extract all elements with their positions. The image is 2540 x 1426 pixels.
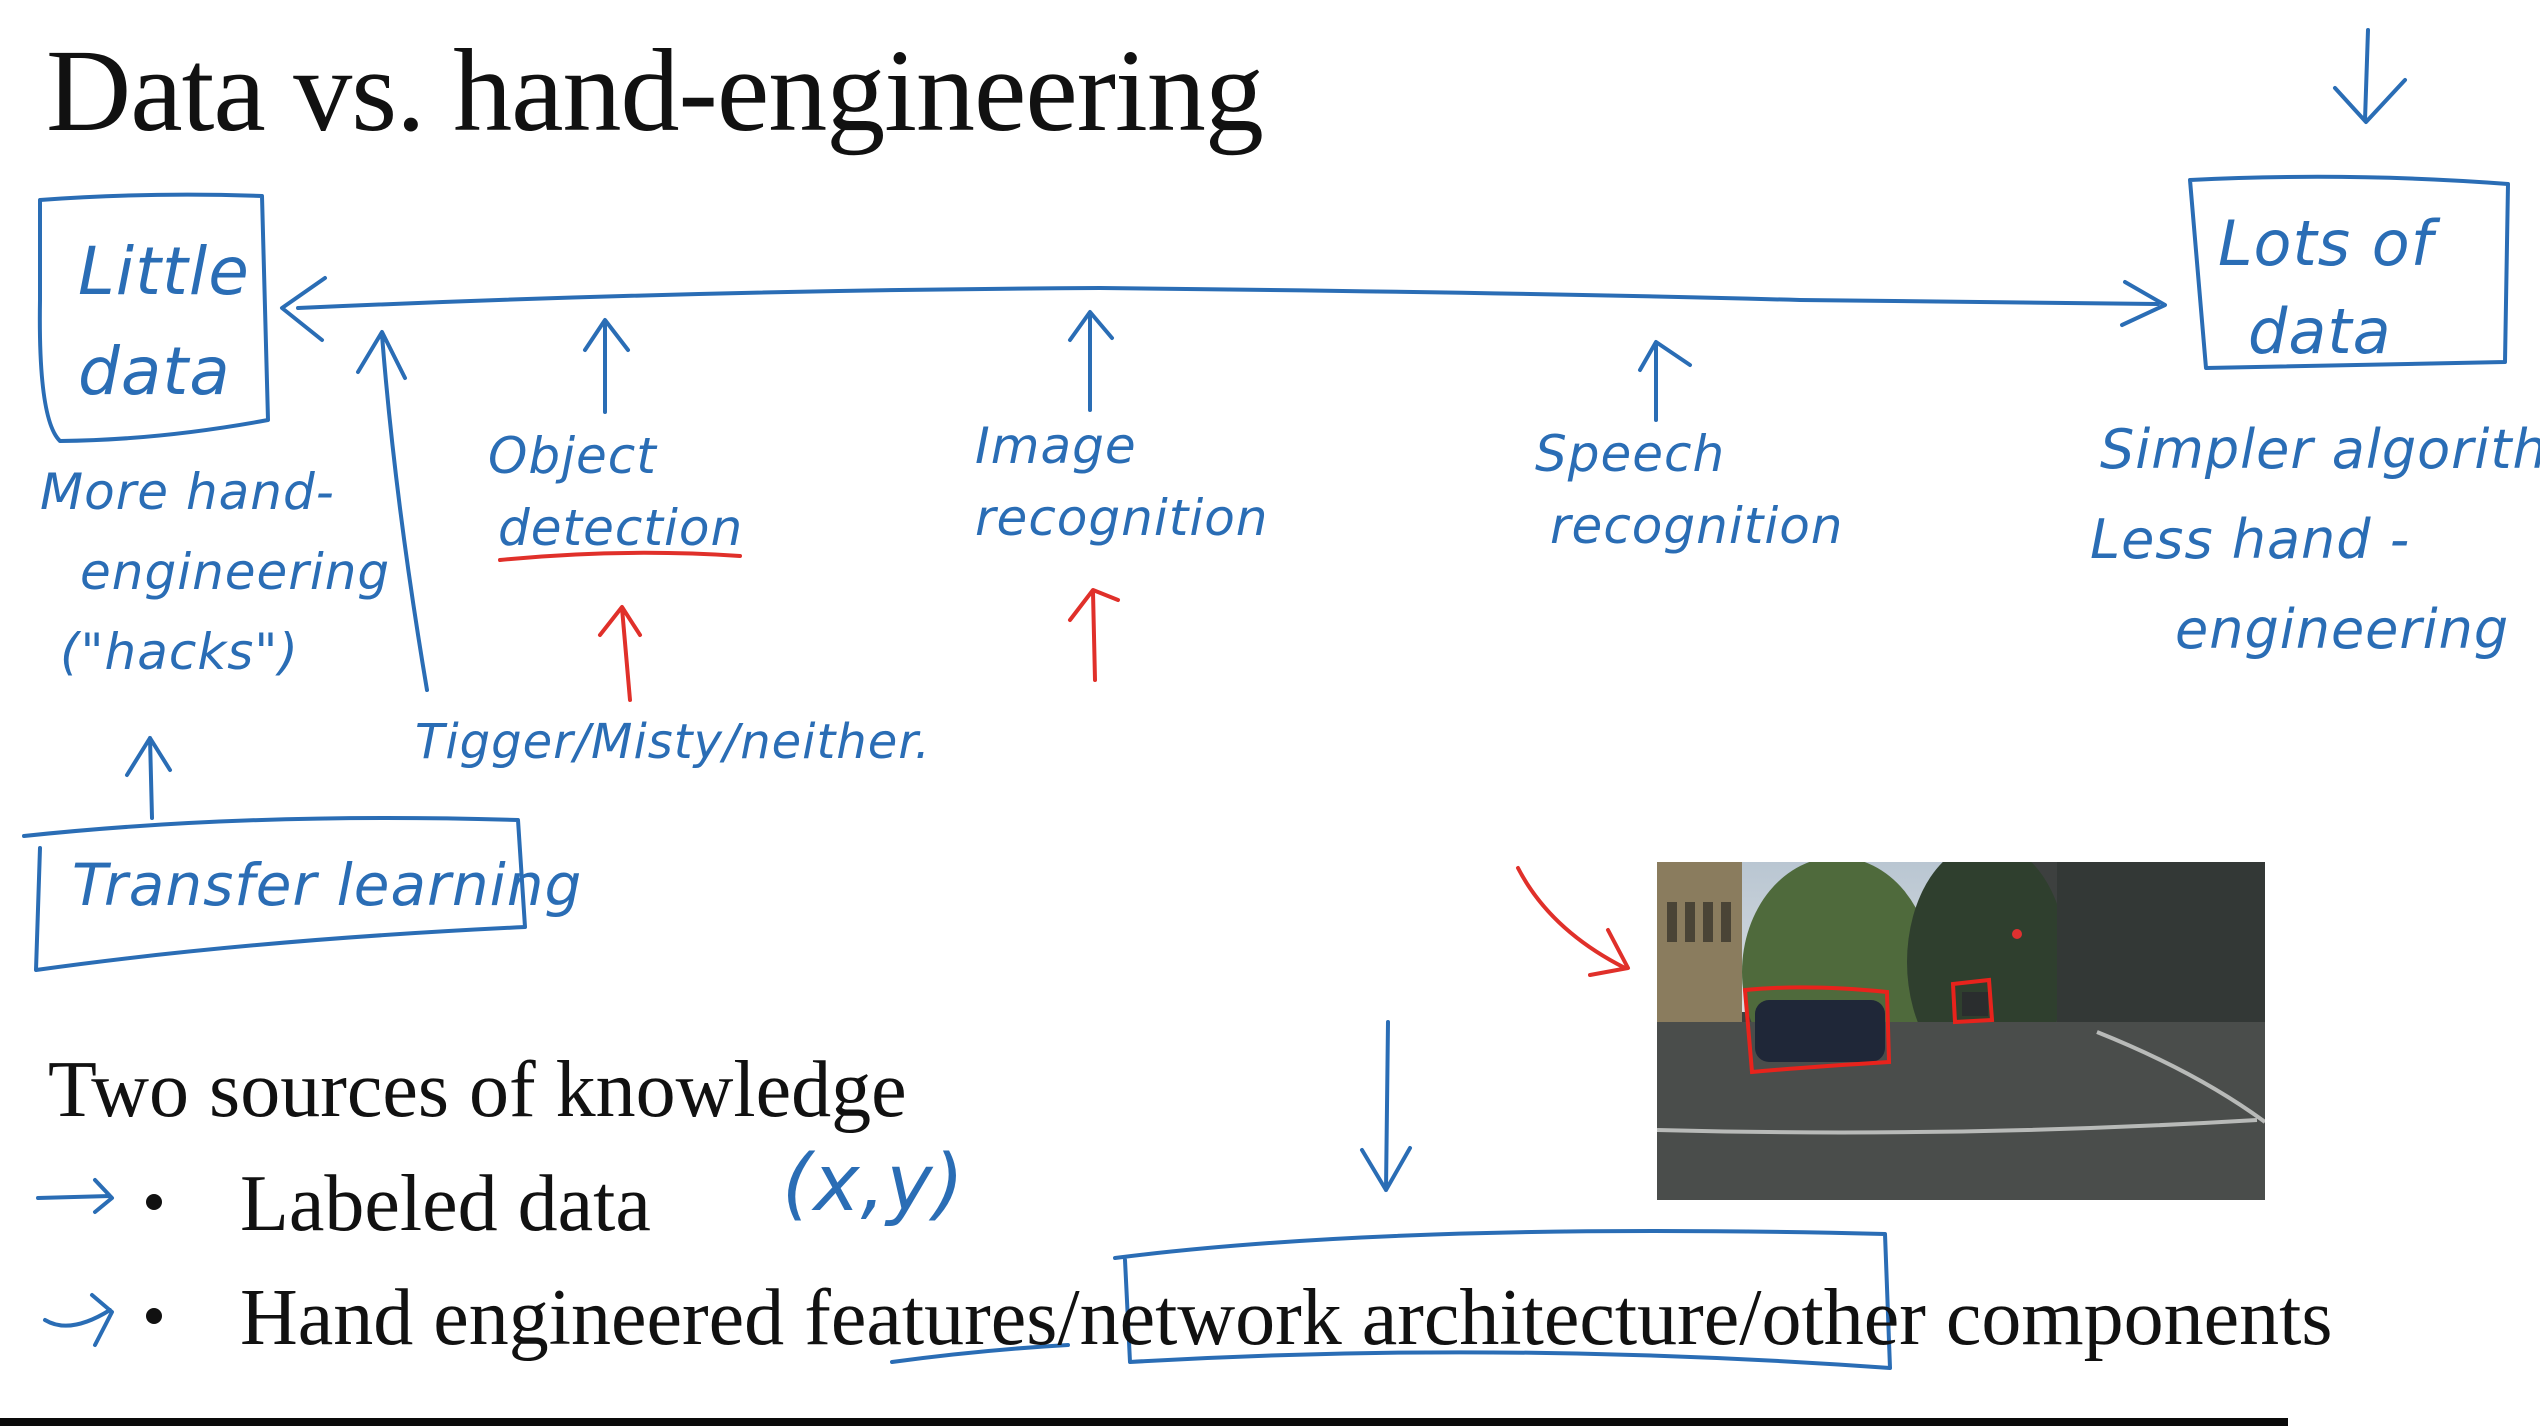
task-line-2: recognition: [1550, 497, 1844, 555]
down-arrow-right: [2333, 28, 2407, 124]
object-detection-red-arrow: [598, 605, 642, 702]
street-photo: [1657, 862, 2265, 1200]
bullet-arrow-1: [36, 1178, 114, 1214]
note-line-3: engineering: [2175, 598, 2510, 661]
note-line-1: Simpler algorithms: [2100, 418, 2540, 481]
transfer-learning-label: Transfer learning: [72, 851, 583, 919]
lots-of-data-label: Lots of data: [2218, 200, 2434, 376]
text-slash: /: [1057, 1274, 1080, 1362]
transfer-learning-up-arrow: [125, 736, 172, 820]
bullet-dot: [146, 1308, 162, 1324]
speech-recognition-arrow: [1638, 340, 1692, 422]
lots-of-data-line-2: data: [2248, 295, 2392, 368]
task-image-recognition: Image recognition: [975, 410, 1269, 554]
simpler-algorithms-note: Simpler algorithms Less hand - engineeri…: [2090, 405, 2540, 675]
car-left: [1755, 1000, 1885, 1062]
lots-of-data-line-1: Lots of: [2218, 207, 2434, 280]
building-left: [1657, 862, 1742, 1032]
note-line-2: engineering: [80, 543, 391, 601]
traffic-light: [2012, 929, 2022, 939]
task-line-1: Image: [975, 417, 1137, 475]
bottom-bar: [0, 1418, 2288, 1426]
right-arrowhead: [2120, 280, 2167, 327]
slide-title: Data vs. hand-engineering: [46, 25, 1264, 156]
task-line-2: recognition: [975, 489, 1269, 547]
spectrum-line: [296, 286, 2160, 310]
little-data-line-2: data: [78, 333, 231, 410]
bullet-text: Labeled data: [240, 1160, 651, 1248]
task-line-2: detection: [498, 499, 744, 557]
bullet-dot: [146, 1194, 162, 1210]
car-right: [1962, 992, 1988, 1016]
knowledge-heading: Two sources of knowledge: [48, 1046, 907, 1134]
detection-box-1: [1742, 985, 1892, 1075]
bullet-text: Hand engineered features/network archite…: [240, 1278, 2332, 1358]
task-line-1: Speech: [1535, 425, 1726, 483]
text-features: features: [804, 1274, 1058, 1362]
bullet-hand-engineered: Hand engineered features/network archite…: [0, 1268, 2540, 1358]
text-network-architecture: network architecture: [1079, 1274, 1740, 1362]
task-object-detection: Object detection: [488, 420, 743, 564]
red-curved-arrow: [1516, 866, 1630, 977]
xy-annotation: (x,y): [782, 1139, 965, 1229]
detection-box-2: [1950, 977, 1995, 1025]
building-right: [2057, 862, 2265, 1037]
down-arrow-middle: [1360, 1020, 1412, 1192]
task-speech-recognition: Speech recognition: [1535, 418, 1844, 562]
little-data-label: Little data: [78, 222, 250, 422]
image-recognition-arrow: [1068, 310, 1114, 412]
object-detection-arrow: [583, 318, 630, 414]
left-arrowhead: [280, 276, 327, 342]
task-line-1: Object: [488, 427, 657, 485]
small-data-example: Tigger/Misty/neither.: [415, 714, 931, 770]
note-line-3: ("hacks"): [60, 623, 299, 681]
text-hand-engineered: Hand engineered: [240, 1274, 805, 1362]
note-line-1: More hand-: [40, 463, 335, 521]
street-scene: [1657, 862, 2265, 1200]
image-recognition-red-arrow: [1068, 588, 1120, 682]
note-line-2: Less hand -: [2090, 508, 2411, 571]
little-data-line-1: Little: [78, 233, 250, 310]
text-other-components: /other components: [1739, 1274, 2333, 1362]
more-hand-engineering-note: More hand- engineering ("hacks"): [40, 452, 390, 692]
